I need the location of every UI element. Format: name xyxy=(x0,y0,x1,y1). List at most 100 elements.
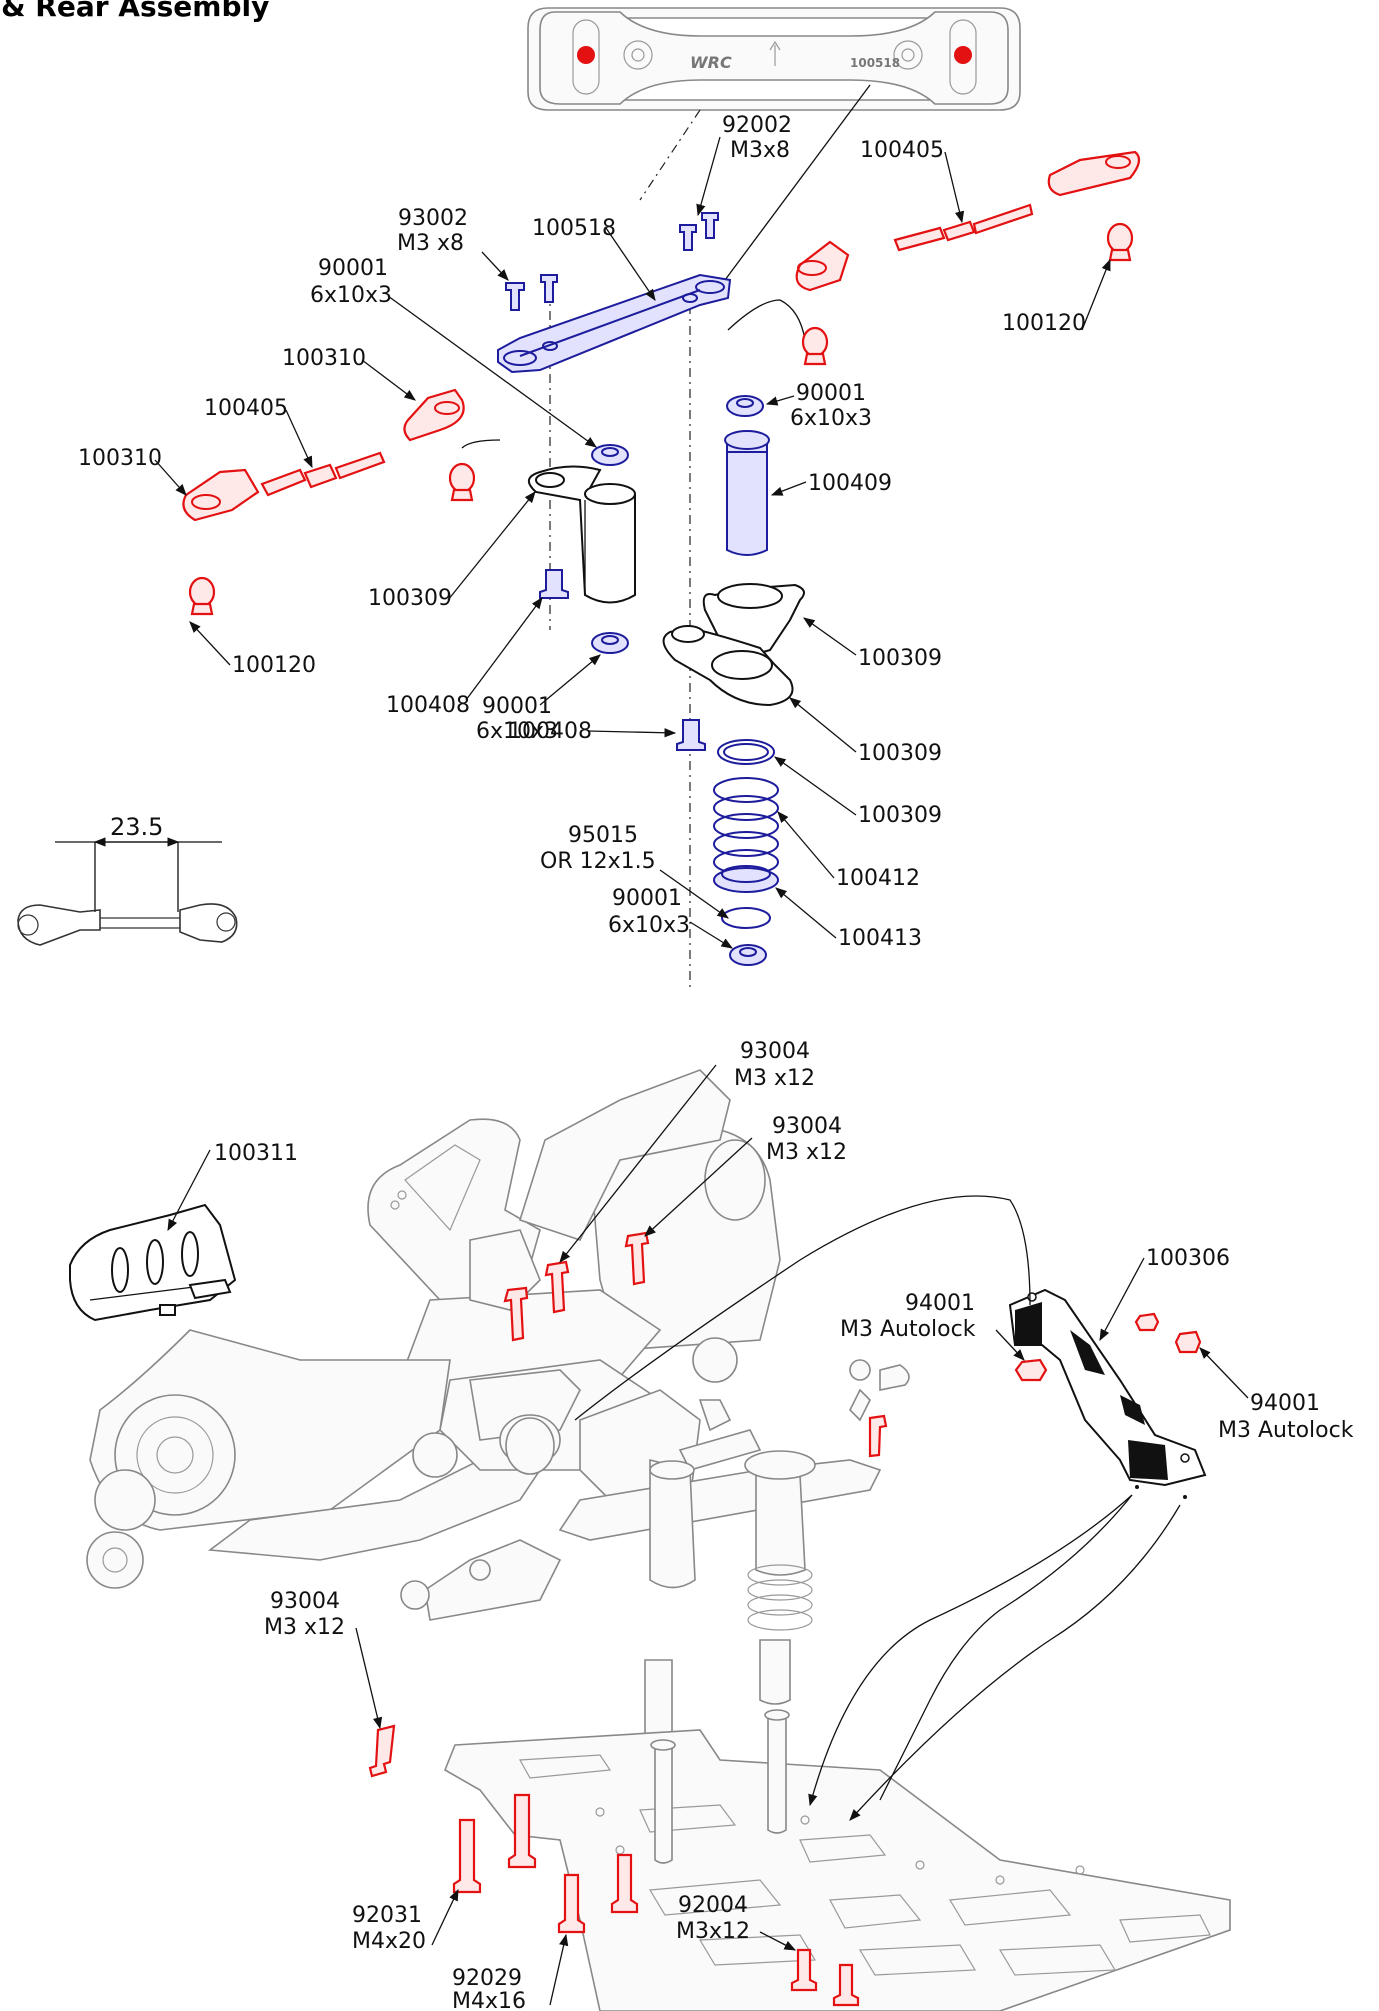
label-100405-left: 100405 xyxy=(204,396,288,421)
red-dot-right xyxy=(954,46,972,64)
callout-92004: 92004 M3x12 xyxy=(676,1893,797,1951)
callout-93004-c: 93004 M3 x12 xyxy=(264,1589,383,1730)
label-90001d-number: 90001 xyxy=(612,886,682,911)
ball-studs-100120 xyxy=(188,222,1134,616)
label-92031-number: 92031 xyxy=(352,1903,422,1928)
label-100309-c: 100309 xyxy=(858,741,942,766)
label-100405-right: 100405 xyxy=(860,138,944,163)
callout-100413: 100413 xyxy=(775,887,922,951)
label-93002-size: M3 x8 xyxy=(397,231,464,256)
label-100412: 100412 xyxy=(836,866,920,891)
label-100310-b: 100310 xyxy=(78,446,162,471)
callout-100309-b: 100309 xyxy=(803,617,942,671)
callout-100310-b: 100310 xyxy=(78,446,187,496)
callout-92029: 92029 M4x16 xyxy=(452,1933,569,2011)
label-100518: 100518 xyxy=(532,216,616,241)
callout-93004-b: 93004 M3 x12 xyxy=(644,1114,847,1237)
callout-100120-right: 100120 xyxy=(1002,258,1111,336)
screws-92031 xyxy=(452,1793,537,1894)
callout-95015: 95015 OR 12x1.5 xyxy=(540,823,729,919)
screws-93002 xyxy=(505,274,558,311)
label-94001b-number: 94001 xyxy=(1250,1391,1320,1416)
screws-93004-upper xyxy=(503,1231,888,1458)
bearings-90001 xyxy=(591,395,767,966)
label-90001a-size: 6x10x3 xyxy=(310,283,392,308)
label-94001a-size: M3 Autolock xyxy=(840,1317,976,1342)
callout-90001-d: 90001 6x10x3 xyxy=(608,886,733,949)
chassis-assembly-gray xyxy=(86,1069,910,1741)
label-94001a-number: 94001 xyxy=(905,1291,975,1316)
callout-100310-a: 100310 xyxy=(282,346,416,401)
label-92004-number: 92004 xyxy=(678,1893,748,1918)
label-100120-left: 100120 xyxy=(232,653,316,678)
callout-100309-c: 100309 xyxy=(789,697,942,766)
label-100309-b: 100309 xyxy=(858,646,942,671)
label-100306: 100306 xyxy=(1146,1246,1230,1271)
callout-100409: 100409 xyxy=(770,471,892,496)
callout-90001-c: 90001 6x10x3 xyxy=(476,654,601,744)
bushings-100408 xyxy=(539,569,706,751)
callout-92002: 92002 M3x8 xyxy=(696,113,792,217)
label-100120-right: 100120 xyxy=(1002,311,1086,336)
callout-100408-b: 100408 xyxy=(508,719,677,744)
spring-stack xyxy=(713,739,779,929)
callout-100518: 100518 xyxy=(532,216,656,301)
screws-92029 xyxy=(557,1853,639,1934)
label-93004c-size: M3 x12 xyxy=(264,1615,345,1640)
label-94001b-size: M3 Autolock xyxy=(1218,1418,1354,1443)
callout-100120-left: 100120 xyxy=(189,621,316,678)
callout-90001-b: 90001 6x10x3 xyxy=(765,381,872,431)
part-100311 xyxy=(69,1203,237,1322)
turnbuckle-left xyxy=(182,388,465,522)
callout-94001-a: 94001 M3 Autolock xyxy=(840,1291,1025,1361)
label-92029-size: M4x16 xyxy=(452,1989,526,2011)
chassis-plate xyxy=(443,1709,1231,2011)
label-100413: 100413 xyxy=(838,926,922,951)
label-90001d-size: 6x10x3 xyxy=(608,913,690,938)
label-92002-number: 92002 xyxy=(722,113,792,138)
page-title: t & Rear Assembly xyxy=(0,0,270,23)
label-92004-size: M3x12 xyxy=(676,1919,750,1944)
label-100309-a: 100309 xyxy=(368,586,452,611)
callout-93002: 93002 M3 x8 xyxy=(397,206,509,281)
nuts-94001 xyxy=(1014,1312,1202,1382)
steering-crank-left xyxy=(528,465,636,604)
callout-90001-a: 90001 6x10x3 xyxy=(310,256,597,448)
callout-92031: 92031 M4x20 xyxy=(352,1888,459,1954)
label-90001c-number: 90001 xyxy=(482,694,552,719)
label-92031-size: M4x20 xyxy=(352,1929,426,1954)
label-93004a-size: M3 x12 xyxy=(734,1066,815,1091)
callout-100306: 100306 xyxy=(1099,1246,1230,1342)
dimension-value: 23.5 xyxy=(110,813,163,841)
label-93004b-size: M3 x12 xyxy=(766,1140,847,1165)
callout-93004-a: 93004 M3 x12 xyxy=(559,1039,815,1263)
label-100311: 100311 xyxy=(214,1141,298,1166)
label-100409: 100409 xyxy=(808,471,892,496)
label-90001b-number: 90001 xyxy=(796,381,866,406)
label-100408-b: 100408 xyxy=(508,719,592,744)
label-93004c-number: 93004 xyxy=(270,1589,340,1614)
top-plate-number: 100518 xyxy=(850,56,900,70)
callout-100309-d: 100309 xyxy=(774,756,942,828)
label-100408-a: 100408 xyxy=(386,693,470,718)
label-90001b-size: 6x10x3 xyxy=(790,406,872,431)
callout-100405-right: 100405 xyxy=(860,138,965,224)
mount-100306 xyxy=(1008,1288,1207,1499)
label-90001c-size: 6x10x3 xyxy=(476,719,558,744)
label-92002-size: M3x8 xyxy=(730,138,790,163)
callout-100309-a: 100309 xyxy=(368,491,536,611)
label-95015-size: OR 12x1.5 xyxy=(540,849,656,874)
turnbuckle-right xyxy=(795,150,1141,292)
callout-94001-b: 94001 M3 Autolock xyxy=(1199,1347,1354,1443)
label-93002-number: 93002 xyxy=(398,206,468,231)
top-plate-detail: WRC 100518 xyxy=(527,7,1021,111)
label-93004a-number: 93004 xyxy=(740,1039,810,1064)
red-dot-left xyxy=(577,46,595,64)
callout-100405-left: 100405 xyxy=(204,396,313,469)
label-95015-number: 95015 xyxy=(568,823,638,848)
dimension-sketch: 23.5 xyxy=(17,813,238,946)
routing-curves xyxy=(574,1195,1181,1821)
post-100409 xyxy=(724,430,770,556)
ball-stud-curve xyxy=(461,439,501,449)
